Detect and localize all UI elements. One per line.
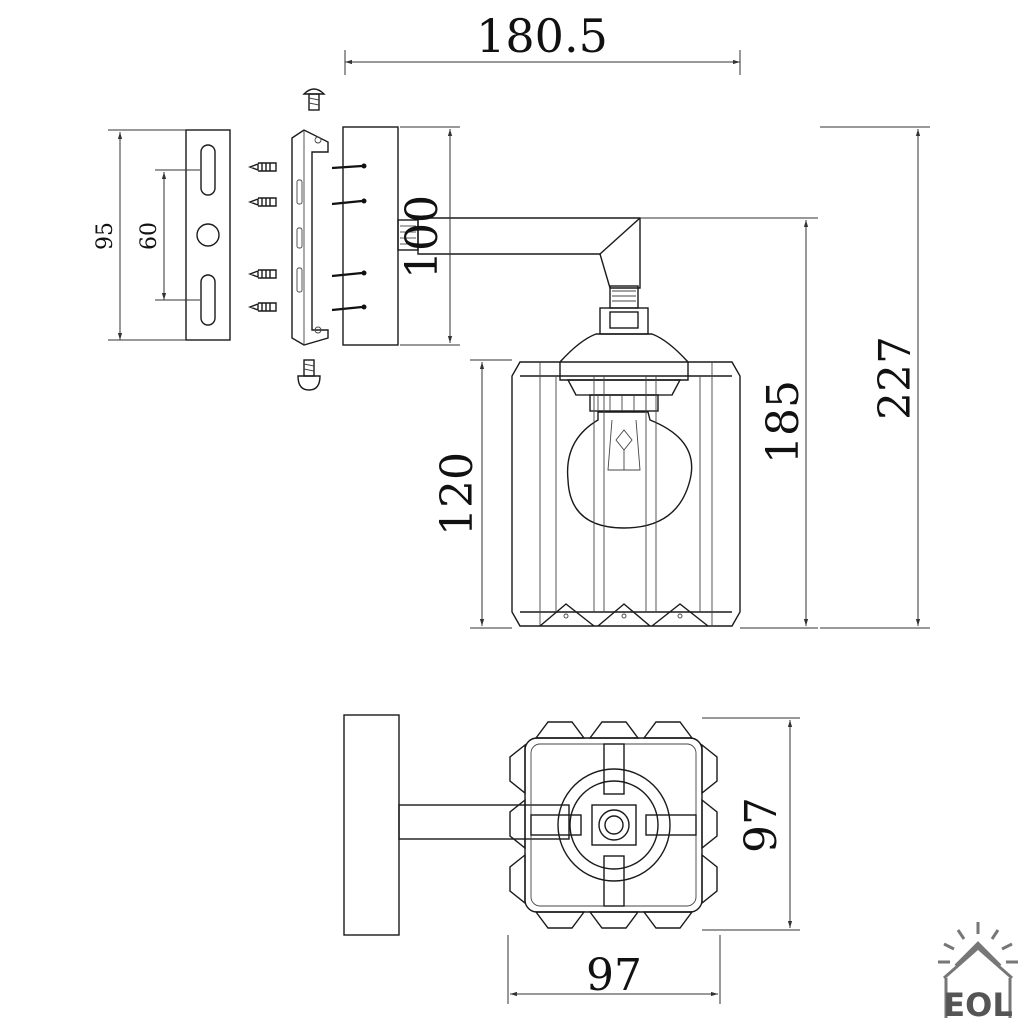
screw-top-icon (302, 88, 326, 111)
dim-label-shade-depth: 97 (736, 797, 787, 853)
backplate-screws (331, 163, 367, 312)
dimension-plate-height: 95 (93, 129, 186, 341)
dimension-shade-height: 120 (432, 359, 512, 629)
backplate-side-view (342, 126, 399, 346)
lamp-socket (559, 285, 689, 412)
dimension-shade-depth: 97 (702, 717, 800, 931)
dimension-total-width: 180.5 (344, 9, 741, 75)
wall-anchors (248, 162, 277, 312)
arm-top-view (398, 804, 570, 840)
crystal-shade-front-view (511, 361, 741, 627)
logo-text: EOL (943, 986, 1012, 1024)
crystal-shade-top-view (509, 721, 718, 929)
dimension-shade-width: 97 (507, 935, 721, 1004)
dimension-arm-height: 100 (397, 126, 460, 346)
dim-label-shade-width: 97 (586, 950, 642, 1001)
dimension-hole-spacing: 60 (137, 169, 200, 301)
backplate-top-view (343, 714, 400, 936)
dimension-lamp-height: 185 (640, 217, 818, 629)
dim-label-plate-height: 95 (93, 222, 118, 250)
dim-label-lamp-height: 185 (758, 380, 809, 464)
dimension-total-height: 227 (820, 126, 930, 629)
dim-label-hole-spacing: 60 (137, 222, 162, 250)
mounting-plate (185, 129, 231, 341)
screw-bottom-icon (297, 359, 321, 391)
dim-label-total-width: 180.5 (476, 9, 608, 63)
dim-label-total-height: 227 (870, 336, 921, 420)
mounting-bracket (291, 129, 329, 346)
house-sun-logo-icon: EOL (938, 922, 1018, 1024)
dim-label-shade-height: 120 (432, 452, 483, 536)
light-bulb (566, 411, 693, 529)
dim-label-arm-height: 100 (397, 195, 448, 279)
